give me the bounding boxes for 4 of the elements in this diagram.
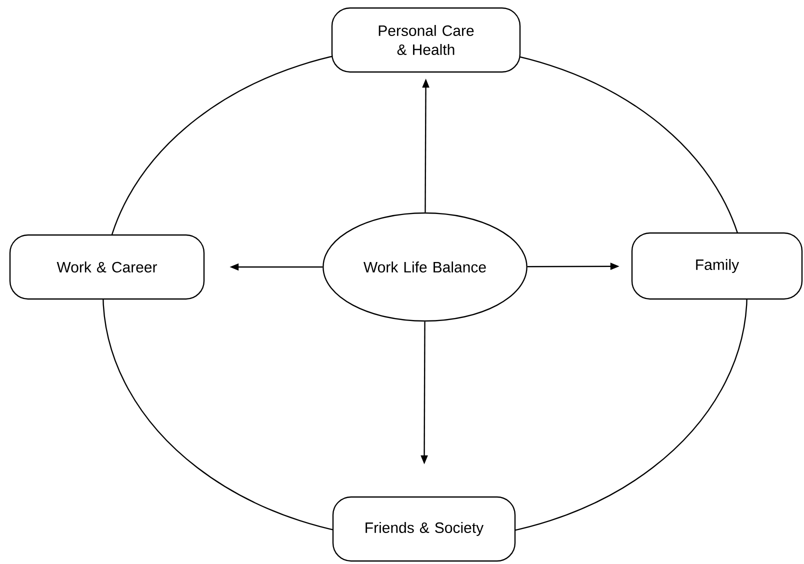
rounded-box: Friends & Society (332, 496, 516, 562)
rounded-box: Family (631, 232, 803, 300)
rounded-box: Work & Career (9, 234, 205, 300)
rounded-box: Personal Care & Health (331, 7, 521, 73)
